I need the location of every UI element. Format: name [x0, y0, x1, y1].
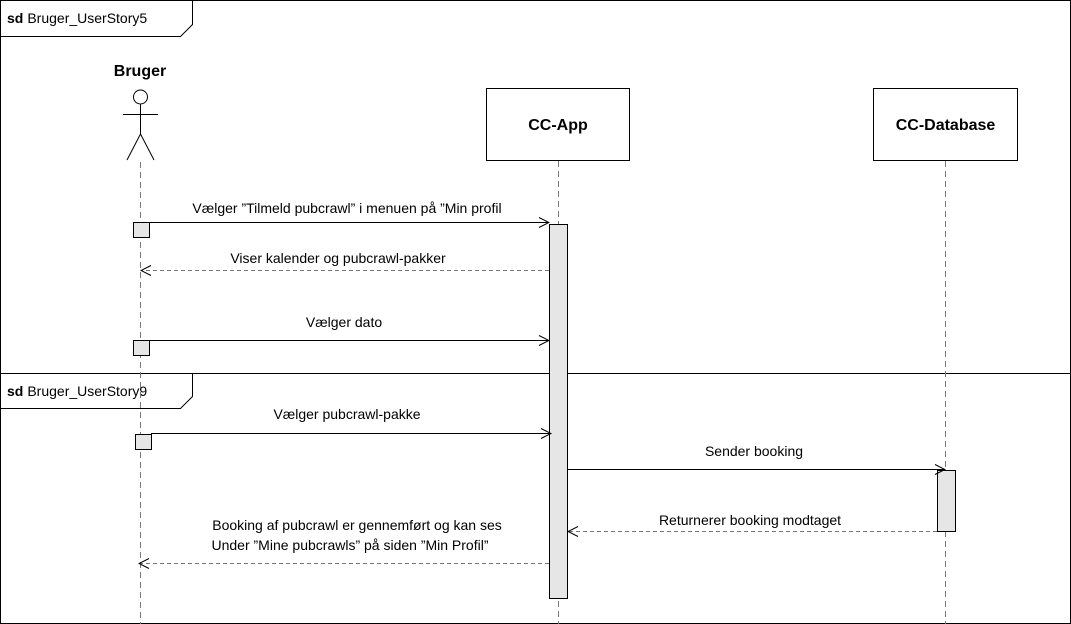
actor-stick-figure-icon	[123, 89, 158, 161]
message-vaelger-dato: Vælger dato	[149, 314, 549, 341]
lifeline-bruger: Bruger	[114, 63, 166, 624]
lifeline-cc-database: CC-Database	[873, 88, 1018, 624]
actor-label: Bruger	[114, 63, 166, 80]
frame-keyword: sd	[7, 383, 23, 399]
message-viser-kalender: Viser kalender og pubcrawl-pakker	[141, 250, 549, 271]
message-returnerer-booking: Returnerer booking modtaget	[568, 512, 937, 532]
message-booking-gennemfoert: Booking af pubcrawl er gennemført og kan…	[139, 517, 549, 564]
message-label-line-1: Booking af pubcrawl er gennemført og kan…	[212, 517, 502, 533]
message-label: Vælger dato	[306, 314, 382, 330]
frame-tab-shape	[0, 373, 193, 409]
lifeline-head-label: CC-Database	[896, 117, 996, 134]
activation-bar-cc-app	[549, 224, 568, 599]
actor-action-box	[135, 434, 152, 450]
frame-name: Bruger_UserStory9	[27, 383, 147, 399]
message-vaelger-pakke: Vælger pubcrawl-pakke	[151, 406, 551, 434]
message-sender-booking: Sender booking	[567, 443, 945, 470]
message-label: Sender booking	[705, 443, 803, 459]
frame-keyword: sd	[7, 10, 23, 26]
lifeline-head-label: CC-App	[528, 117, 588, 134]
lifeline-head-box	[873, 88, 1018, 161]
frame-name: Bruger_UserStory5	[27, 10, 147, 26]
lifeline-head-box	[486, 88, 630, 161]
message-label: Vælger pubcrawl-pakke	[273, 406, 420, 422]
lifeline-cc-app: CC-App	[486, 88, 630, 624]
activation-bar-cc-database	[937, 470, 956, 532]
frame-tab-shape	[0, 0, 193, 37]
message-label: Returnerer booking modtaget	[659, 512, 841, 528]
actor-action-box	[133, 340, 150, 356]
message-label-line-2: Under ”Mine pubcrawls” på siden ”Min Pro…	[212, 537, 489, 553]
message-label: Vælger ”Tilmeld pubcrawl” i menuen på ”M…	[192, 200, 501, 216]
message-label: Viser kalender og pubcrawl-pakker	[230, 250, 446, 266]
message-tilmeld-pubcrawl: Vælger ”Tilmeld pubcrawl” i menuen på ”M…	[149, 200, 549, 223]
actor-action-box	[133, 222, 150, 238]
